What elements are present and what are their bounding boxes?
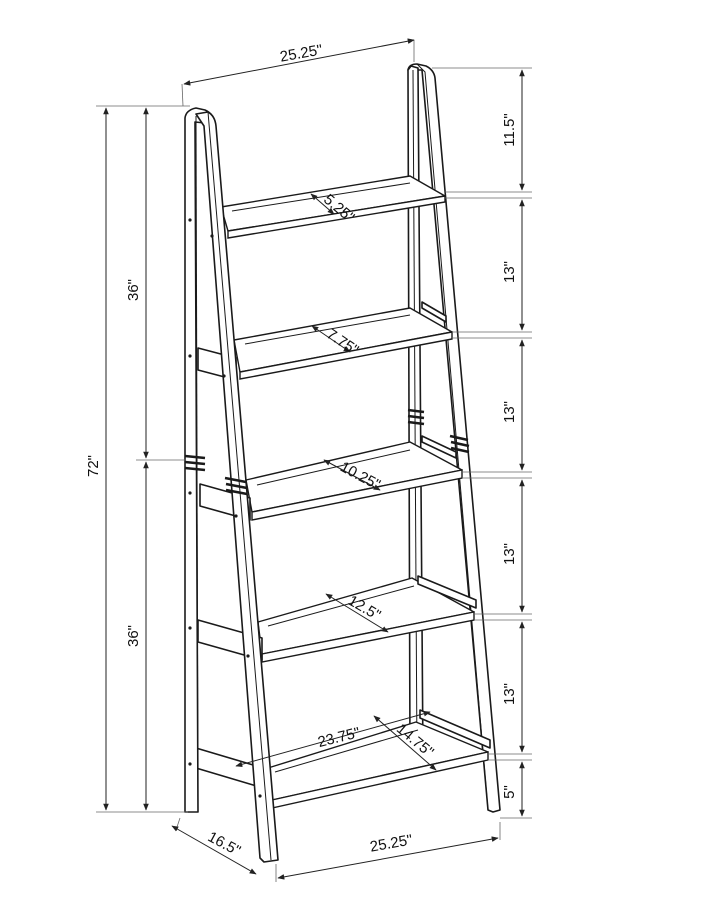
label-bottom-clearance: 5" [501,785,518,799]
back-left-post [407,65,424,761]
dim-bottom-shelf-width [235,710,431,768]
label-spacing-1: 13" [501,261,518,283]
shelf-5 [195,709,491,809]
joint-bands [184,408,470,496]
label-side-depth: 16.5" [205,828,243,859]
dim-top-width [181,38,415,107]
label-top-width: 25.25" [279,41,324,65]
label-upper-section: 36" [125,279,142,301]
label-overall-height: 72" [85,455,102,477]
screw-holes [188,218,262,798]
dim-bottom [171,817,501,882]
label-bottom-width: 25.25" [369,831,414,855]
dim-overall-height [96,105,190,813]
label-spacing-4: 13" [501,683,518,705]
label-top-clearance: 11.5" [501,113,518,146]
label-spacing-3: 13" [501,543,518,565]
dim-right-stack [432,67,532,819]
dim-section-heights [136,107,186,811]
label-spacing-2: 13" [501,401,518,423]
label-lower-section: 36" [125,625,142,647]
back-cross-bars [421,301,457,459]
